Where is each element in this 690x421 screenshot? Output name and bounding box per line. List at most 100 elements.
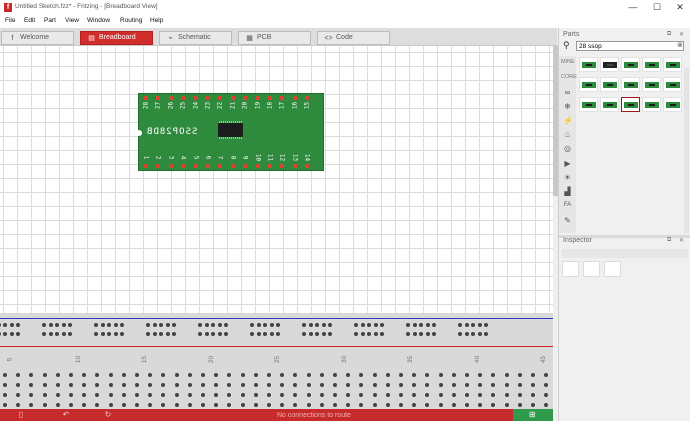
breadboard-hole[interactable] [412, 403, 417, 407]
menu-edit[interactable]: Edit [24, 17, 36, 24]
breadboard-hole[interactable] [531, 383, 535, 387]
breadboard-hole[interactable] [152, 332, 157, 336]
breadboard-hole[interactable] [108, 383, 113, 387]
breadboard-hole[interactable] [227, 383, 232, 387]
pin-2[interactable] [156, 164, 161, 168]
breadboard-hole[interactable] [484, 332, 489, 336]
breadboard-hole[interactable] [55, 323, 60, 327]
breadboard-hole[interactable] [135, 393, 139, 397]
breadboard-hole[interactable] [135, 373, 139, 377]
breadboard-hole[interactable] [319, 403, 324, 407]
part-result-thumbnail[interactable] [600, 57, 619, 72]
breadboard-hole[interactable] [227, 393, 232, 397]
breadboard-hole[interactable] [544, 383, 549, 387]
breadboard-hole[interactable] [406, 323, 410, 327]
breadboard-hole[interactable] [120, 323, 125, 327]
breadboard-hole[interactable] [293, 383, 298, 387]
breadboard-hole[interactable] [346, 373, 351, 377]
breadboard-hole[interactable] [174, 393, 179, 397]
breadboard-hole[interactable] [432, 332, 437, 336]
breadboard-hole[interactable] [42, 403, 47, 407]
pin-12[interactable] [280, 164, 285, 168]
breadboard-hole[interactable] [256, 332, 261, 336]
breadboard-hole[interactable] [201, 393, 205, 397]
breadboard-hole[interactable] [16, 373, 21, 377]
breadboard-hole[interactable] [113, 323, 118, 327]
breadboard-hole[interactable] [412, 383, 417, 387]
breadboard-hole[interactable] [3, 403, 7, 407]
breadboard-hole[interactable] [211, 323, 216, 327]
menu-routing[interactable]: Routing [120, 17, 143, 24]
menu-help[interactable]: Help [150, 17, 164, 24]
breadboard-hole[interactable] [438, 383, 443, 387]
pin-23[interactable] [206, 96, 210, 100]
breadboard-hole[interactable] [465, 393, 469, 397]
breadboard-hole[interactable] [55, 332, 60, 336]
breadboard-hole[interactable] [280, 383, 285, 387]
factory-bin-icon[interactable]: ▟ [564, 187, 571, 196]
breadboard-hole[interactable] [94, 323, 98, 327]
breadboard-hole[interactable] [3, 323, 8, 327]
breadboard-hole[interactable] [3, 393, 7, 397]
part-result-thumbnail[interactable] [663, 57, 682, 72]
breadboard-hole[interactable] [267, 403, 271, 407]
breadboard-hole[interactable] [69, 383, 73, 387]
breadboard-hole[interactable] [198, 323, 202, 327]
breadboard-hole[interactable] [276, 332, 281, 336]
breadboard-hole[interactable] [240, 373, 245, 377]
breadboard-hole[interactable] [385, 393, 390, 397]
breadboard-hole[interactable] [269, 323, 274, 327]
breadboard-hole[interactable] [253, 393, 258, 397]
pin-9[interactable] [243, 164, 248, 168]
pin-22[interactable] [218, 96, 223, 100]
breadboard-hole[interactable] [354, 332, 358, 336]
breadboard-hole[interactable] [16, 403, 21, 407]
breadboard-hole[interactable] [69, 393, 73, 397]
breadboard-hole[interactable] [504, 393, 509, 397]
breadboard-hole[interactable] [267, 373, 271, 377]
breadboard-hole[interactable] [491, 373, 496, 377]
breadboard-hole[interactable] [451, 393, 456, 397]
pin-20[interactable] [243, 96, 248, 100]
part-result-thumbnail[interactable] [621, 97, 640, 112]
breadboard-hole[interactable] [100, 332, 105, 336]
breadboard-hole[interactable] [172, 332, 177, 336]
breadboard-hole[interactable] [253, 373, 258, 377]
breadboard-hole[interactable] [302, 323, 306, 327]
pin-4[interactable] [181, 164, 186, 168]
breadboard-hole[interactable] [69, 403, 73, 407]
breadboard-hole[interactable] [354, 323, 358, 327]
breadboard-hole[interactable] [148, 393, 153, 397]
breadboard-hole[interactable] [9, 332, 14, 336]
breadboard-hole[interactable] [412, 393, 417, 397]
breadboard-hole[interactable] [380, 323, 385, 327]
breadboard-hole[interactable] [359, 373, 364, 377]
part-result-thumbnail[interactable] [600, 77, 619, 92]
breadboard-hole[interactable] [146, 323, 150, 327]
breadboard-hole[interactable] [29, 403, 34, 407]
breadboard-hole[interactable] [412, 332, 417, 336]
breadboard-hole[interactable] [172, 323, 177, 327]
breadboard-hole[interactable] [293, 393, 298, 397]
breadboard-hole[interactable] [95, 383, 100, 387]
breadboard-hole[interactable] [517, 383, 522, 387]
breadboard-hole[interactable] [477, 323, 482, 327]
breadboard-hole[interactable] [399, 403, 403, 407]
breadboard-hole[interactable] [108, 403, 113, 407]
breadboard-hole[interactable] [373, 323, 378, 327]
breadboard-hole[interactable] [267, 383, 271, 387]
breadboard-hole[interactable] [425, 323, 430, 327]
part-result-thumbnail[interactable] [600, 97, 619, 112]
breadboard-hole[interactable] [82, 373, 87, 377]
breadboard-hole[interactable] [187, 373, 192, 377]
undo-icon[interactable]: ↶ [62, 410, 70, 419]
share-icon[interactable]: ▯ [18, 410, 24, 419]
breadboard-hole[interactable] [61, 323, 66, 327]
breadboard-hole[interactable] [148, 383, 153, 387]
breadboard-hole[interactable] [544, 373, 549, 377]
breadboard-hole[interactable] [29, 393, 34, 397]
breadboard-hole[interactable] [321, 332, 326, 336]
breadboard-hole[interactable] [3, 383, 7, 387]
breadboard-hole[interactable] [465, 373, 469, 377]
